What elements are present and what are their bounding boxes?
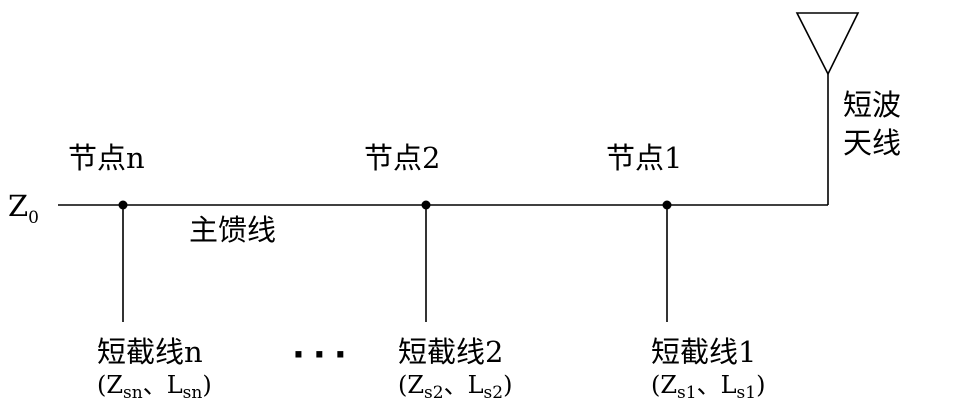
stub-params-1: (Zs1、Ls1) (651, 371, 765, 403)
stub-label-2: 短截线2 (398, 335, 503, 369)
stub-l-sub-1: s1 (737, 383, 757, 403)
stub-l-sub-n: sn (183, 383, 203, 403)
stub-z-sub-1: s1 (677, 383, 697, 403)
antenna-icon (795, 12, 860, 76)
stub-z-sub-n: sn (123, 383, 143, 403)
stub-params-2: (Zs2、Ls2) (398, 371, 512, 403)
main-feeder-label: 主馈线 (189, 213, 276, 247)
antenna-label-line1: 短波 (843, 88, 901, 122)
source-impedance-symbol: Z (8, 189, 28, 223)
stub-z-sub-2: s2 (424, 383, 444, 403)
stub-params-n: (Zsn、Lsn) (97, 371, 212, 403)
node-label-n: 节点n (68, 141, 145, 175)
source-impedance-subscript: 0 (28, 208, 39, 228)
node-label-2: 节点2 (364, 141, 440, 175)
stub-label-1: 短截线1 (651, 335, 756, 369)
stub-l-sub-2: s2 (484, 383, 504, 403)
node-label-1: 节点1 (606, 141, 682, 175)
antenna-label-line2: 天线 (843, 126, 901, 160)
stub-label-n: 短截线n (97, 335, 203, 369)
source-impedance-label: Z0 (8, 189, 39, 228)
ellipsis: ··· (292, 335, 355, 375)
